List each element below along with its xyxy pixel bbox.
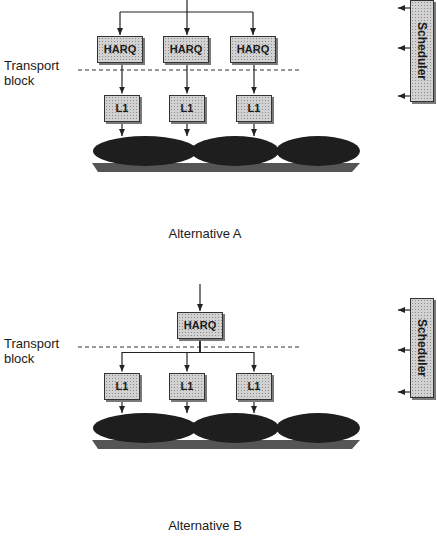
flow-arrow: [121, 63, 122, 94]
block-label: L1: [105, 374, 139, 399]
radio-channel: [92, 136, 360, 449]
flow-arrow: [200, 339, 254, 372]
flow-arrow: [253, 63, 254, 94]
flow-arrow: [122, 339, 200, 372]
block-label: L1: [237, 96, 271, 121]
l1-box: L1: [236, 373, 272, 400]
harq-box: HARQ: [177, 312, 223, 339]
scheduler-box: Scheduler: [410, 298, 434, 398]
transport-block-label: Transport block: [4, 58, 59, 88]
block-label: L1: [170, 374, 204, 399]
l1-box: L1: [104, 373, 140, 400]
scheduler-label: Scheduler: [411, 18, 433, 84]
l1-box: L1: [169, 95, 205, 122]
scheduler-label: Scheduler: [411, 315, 433, 381]
l1-box: L1: [169, 373, 205, 400]
l1-box: L1: [236, 95, 272, 122]
block-label: L1: [170, 96, 204, 121]
block-label: HARQ: [178, 313, 222, 338]
l1-box: L1: [104, 95, 140, 122]
block-label: L1: [237, 374, 271, 399]
block-label: HARQ: [98, 37, 142, 62]
block-label: HARQ: [164, 37, 208, 62]
alternative-caption: Alternative A: [169, 226, 242, 241]
block-label: L1: [105, 96, 139, 121]
harq-box: HARQ: [163, 36, 209, 63]
alternative-caption: Alternative B: [168, 518, 242, 533]
block-label: HARQ: [231, 37, 275, 62]
flow-arrow: [186, 63, 187, 94]
transport-block-line: [78, 70, 300, 347]
flow-arrow: [187, 339, 200, 372]
harq-box: HARQ: [230, 36, 276, 63]
harq-box: HARQ: [97, 36, 143, 63]
transport-block-label: Transport block: [4, 336, 59, 366]
scheduler-box: Scheduler: [410, 0, 434, 102]
